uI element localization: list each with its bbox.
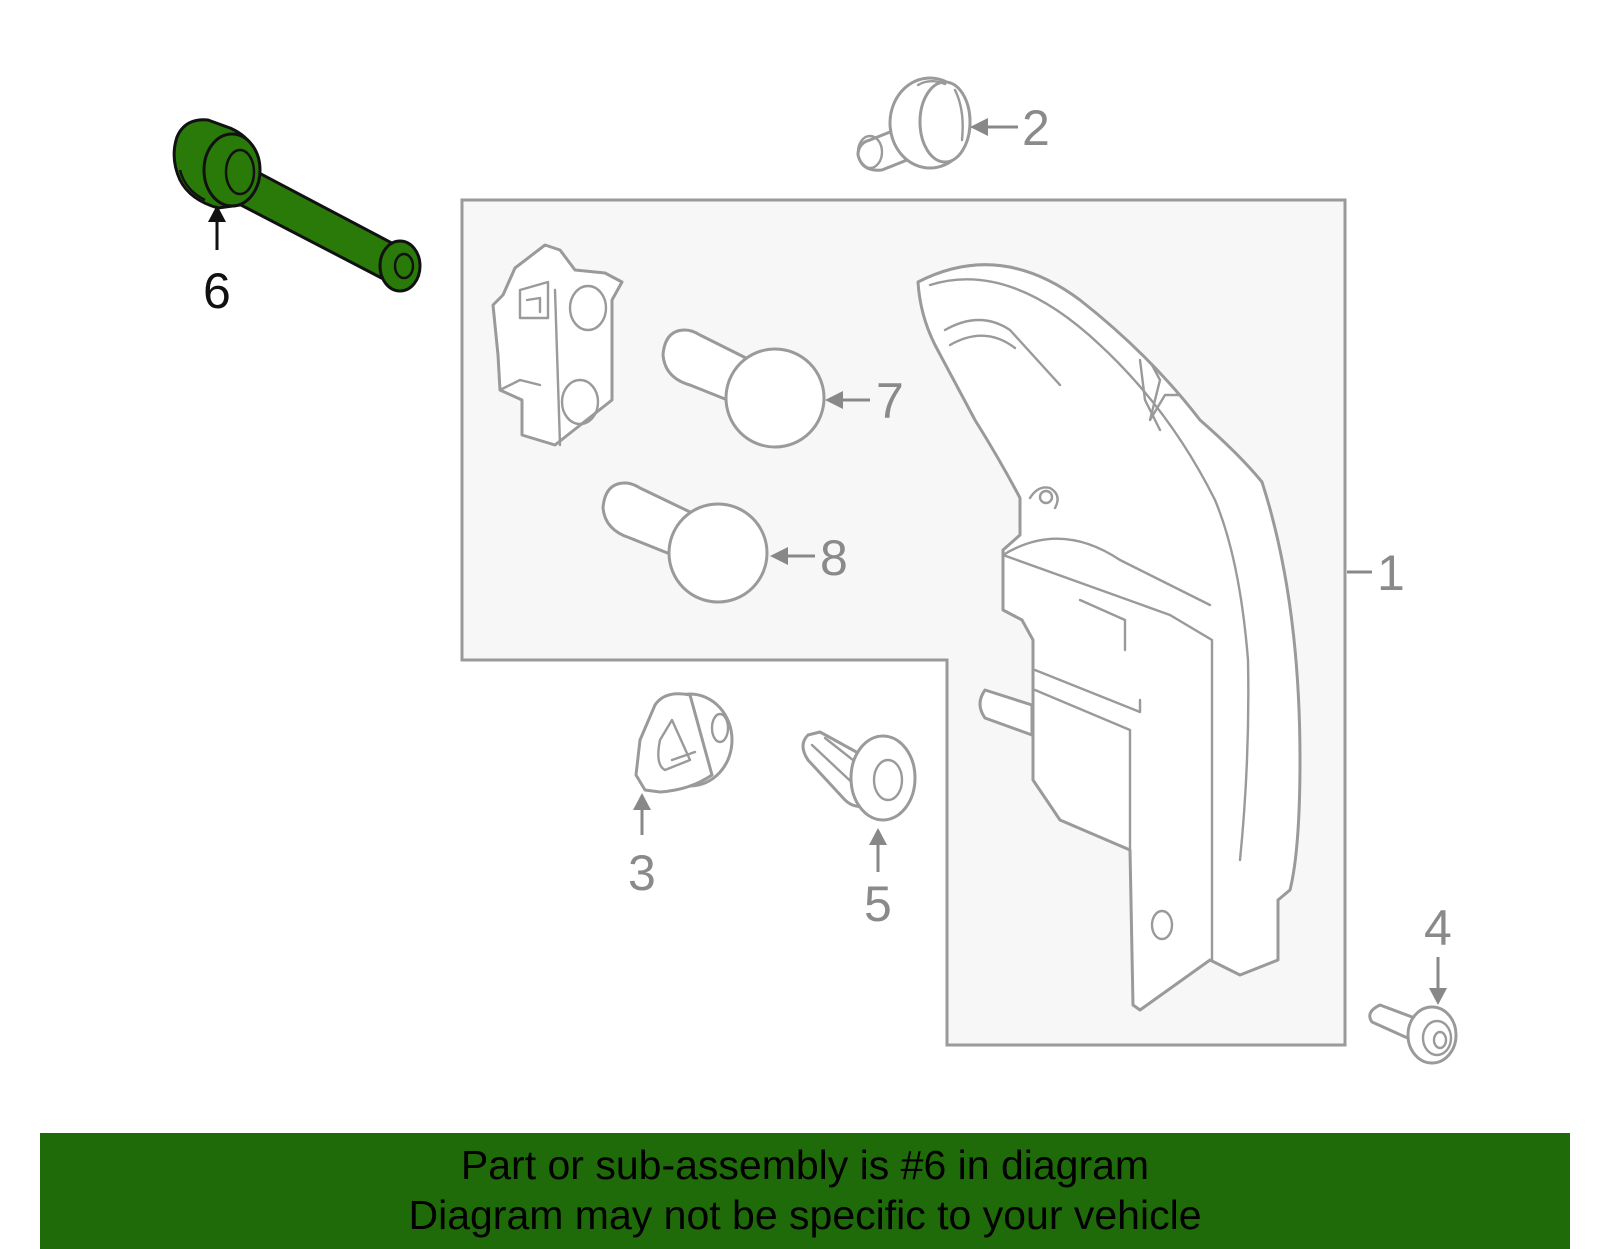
callout-6: 6 xyxy=(203,205,231,319)
parts-diagram: 1 2 3 4 5 6 7 8 xyxy=(172,76,1458,1065)
part-2-grommet[interactable] xyxy=(856,76,972,172)
banner-line-2: Diagram may not be specific to your vehi… xyxy=(408,1192,1202,1238)
callout-8-label: 8 xyxy=(820,530,848,586)
callout-1: 1 xyxy=(1347,545,1405,601)
callout-2-label: 2 xyxy=(1022,100,1050,156)
part-4-screw[interactable] xyxy=(1368,1003,1458,1065)
callout-5: 5 xyxy=(864,828,892,932)
callout-7-label: 7 xyxy=(876,373,904,429)
callout-6-label: 6 xyxy=(203,263,231,319)
socket-connector[interactable] xyxy=(491,243,624,447)
part-3-clip[interactable] xyxy=(634,692,734,794)
callout-4: 4 xyxy=(1424,900,1452,1005)
callout-8: 8 xyxy=(770,530,848,586)
callout-3: 3 xyxy=(628,793,656,901)
info-banner: Part or sub-assembly is #6 in diagram Di… xyxy=(40,1133,1570,1249)
part-5-push-retainer[interactable] xyxy=(801,730,917,822)
callout-2: 2 xyxy=(970,100,1050,156)
part-8-bulb[interactable] xyxy=(601,481,769,604)
callout-7: 7 xyxy=(825,373,904,429)
part-1-tail-lamp[interactable] xyxy=(916,263,1302,1012)
part-6-bolt[interactable] xyxy=(172,118,422,293)
callout-5-label: 5 xyxy=(864,876,892,932)
callout-1-label: 1 xyxy=(1377,545,1405,601)
callout-4-label: 4 xyxy=(1424,900,1452,956)
callout-3-label: 3 xyxy=(628,845,656,901)
part-7-bulb[interactable] xyxy=(661,328,826,449)
banner-line-1: Part or sub-assembly is #6 in diagram xyxy=(460,1142,1150,1188)
